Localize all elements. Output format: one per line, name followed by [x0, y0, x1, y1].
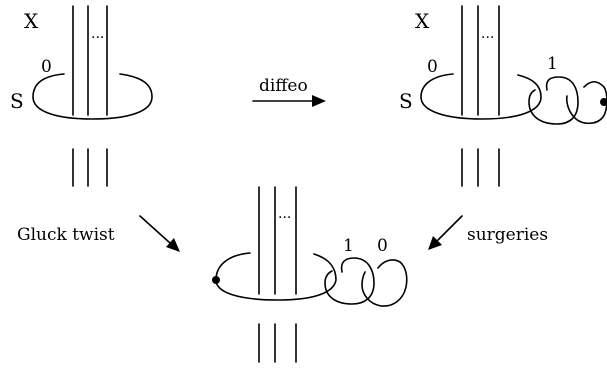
right-link-component-2: [565, 80, 607, 125]
right-dot-marker: [600, 98, 607, 106]
left-x-label: X: [24, 9, 39, 33]
left-s-label: S: [10, 89, 24, 113]
bottom-link-component-2: [361, 259, 408, 307]
bottom-diagram: 1 0 ...: [212, 186, 408, 363]
surgeries-label: surgeries: [467, 225, 548, 245]
right-link-component-1: [528, 76, 579, 125]
gluck-twist-label: Gluck twist: [17, 225, 115, 245]
right-strands-lower: [461, 148, 500, 187]
left-framing-label: 0: [41, 57, 52, 77]
bottom-framing-0-label: 0: [377, 236, 388, 256]
diffeo-label: diffeo: [259, 76, 308, 96]
bottom-dot-marker: [212, 276, 220, 284]
right-dots-label: ...: [481, 26, 494, 42]
right-strands-upper: [461, 5, 500, 116]
left-strands-lower: [72, 148, 108, 187]
right-s-label: S: [399, 89, 413, 113]
bottom-strands-upper: [258, 186, 297, 295]
left-unknot-s: [32, 73, 153, 120]
bottom-strands-lower: [258, 323, 297, 363]
right-extra-framing-label: 1: [547, 54, 558, 74]
gluck-twist-arrow: Gluck twist: [17, 215, 180, 252]
right-unknot-s: [420, 73, 542, 120]
left-diagram: 0 X S ...: [10, 5, 153, 187]
bottom-framing-1-label: 1: [343, 236, 354, 256]
diffeo-arrow: diffeo: [252, 76, 326, 107]
right-x-label: X: [415, 9, 430, 33]
bottom-unknot: [215, 252, 337, 301]
right-framing-label: 0: [427, 57, 438, 77]
left-strands-upper: [72, 5, 108, 116]
left-dots-label: ...: [91, 26, 104, 42]
bottom-dots-label: ...: [278, 206, 291, 222]
surgeries-arrow: surgeries: [428, 215, 548, 250]
right-diagram: 0 1 X S ...: [399, 5, 607, 187]
